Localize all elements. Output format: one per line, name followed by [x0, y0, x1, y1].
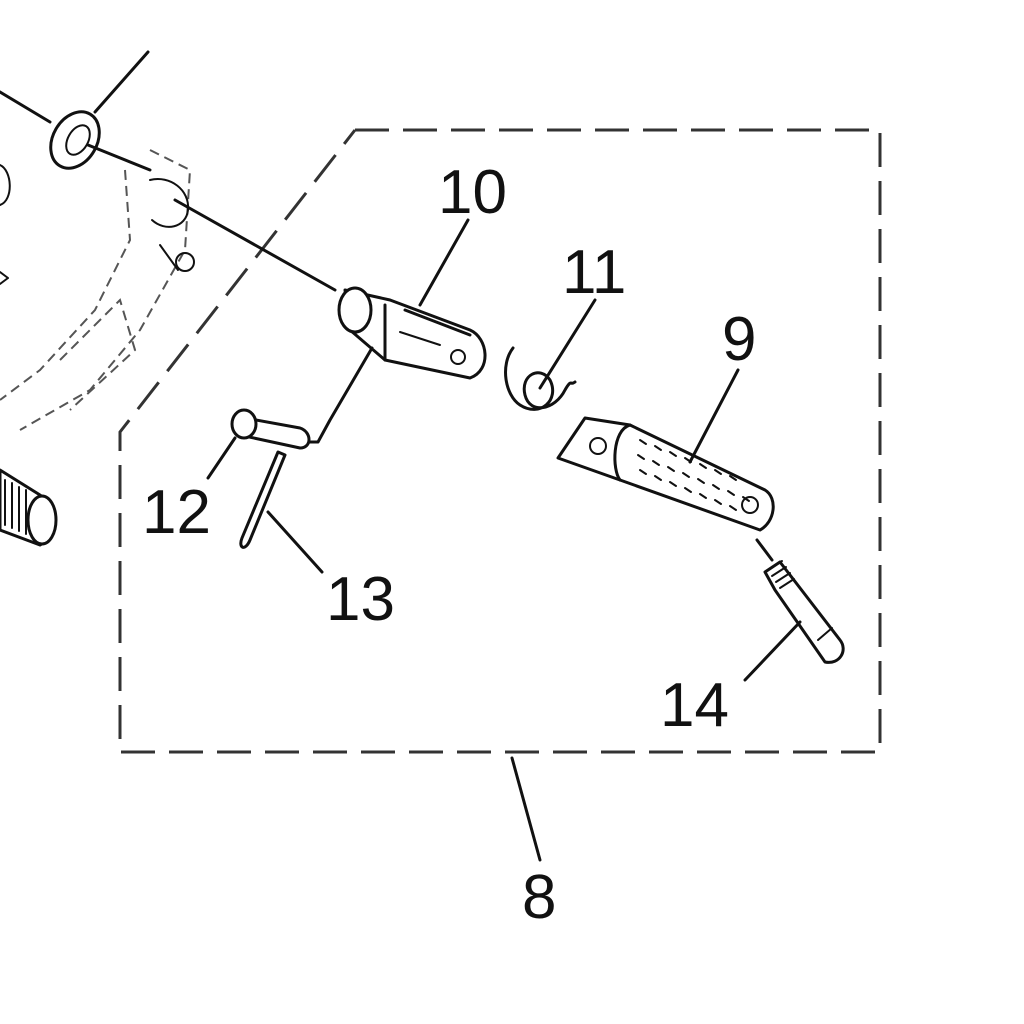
leader-11 [538, 298, 597, 390]
arrow-mark [0, 271, 9, 285]
left-footrest-partial [0, 468, 58, 547]
left-bracket-part [0, 149, 195, 431]
pin-part-12 [230, 408, 311, 450]
leader-13 [266, 510, 324, 574]
nut-partial-part [0, 164, 11, 206]
assembly-boundary [118, 128, 882, 754]
axis-line-upper [86, 143, 152, 172]
callout-8: 8 [522, 863, 556, 932]
bolt-part-14 [763, 560, 845, 664]
axis-line-pivot [173, 198, 337, 292]
leader-12 [206, 436, 237, 480]
leader-far-left [0, 90, 52, 124]
callout-14: 14 [660, 671, 729, 740]
cotter-pin-part-13 [239, 450, 287, 549]
callout-12: 12 [142, 478, 211, 547]
callout-10: 10 [438, 158, 507, 227]
bracket-part-10 [337, 286, 487, 380]
callout-9: 9 [722, 305, 756, 374]
footrest-peg-part-9 [556, 416, 775, 532]
leader-9 [688, 368, 740, 464]
leader-10 [418, 218, 470, 307]
callout-11: 11 [562, 238, 626, 307]
pin-axis-line [303, 346, 374, 444]
leader-8 [510, 756, 542, 862]
bolt-axis-line [755, 538, 774, 562]
spring-part-11 [504, 346, 577, 411]
callout-13: 13 [326, 565, 395, 634]
leader-14 [743, 620, 802, 682]
leader-top-left [93, 50, 150, 114]
washer-part [49, 110, 101, 170]
